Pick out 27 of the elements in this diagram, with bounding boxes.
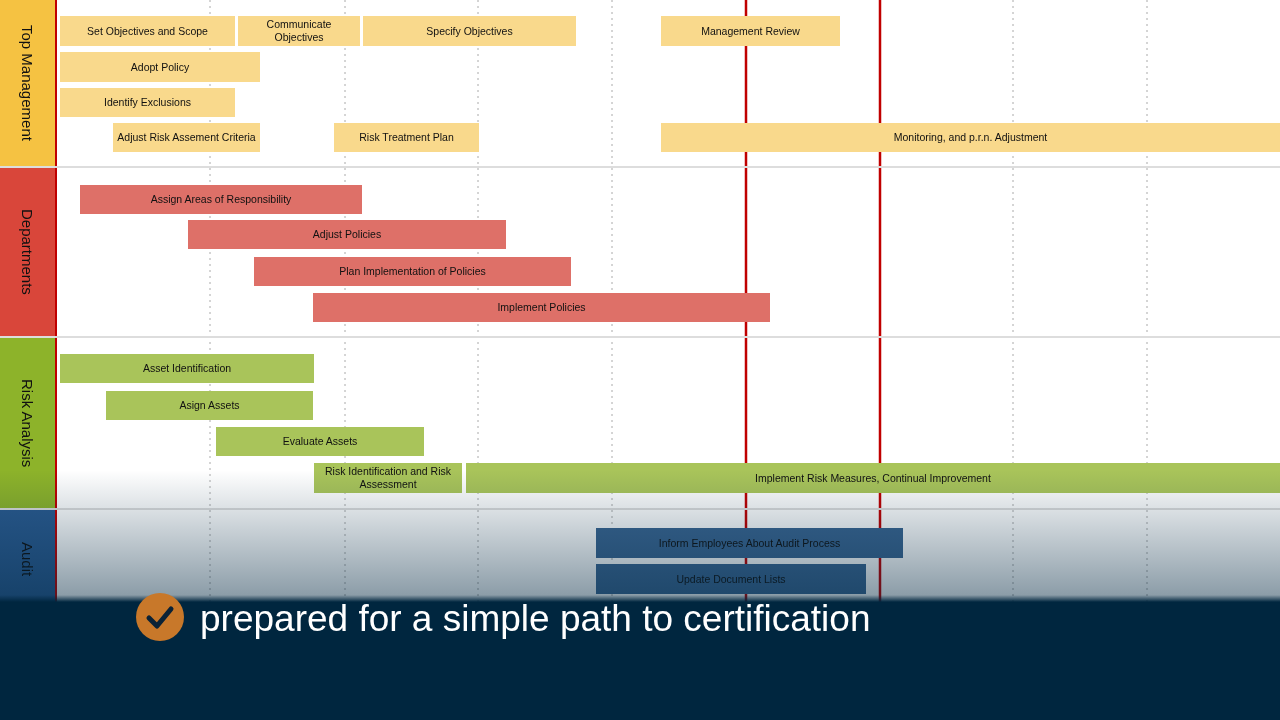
swimlane <box>0 168 1280 338</box>
lane-header: Top Management <box>0 0 57 166</box>
task-bar: Risk Treatment Plan <box>334 123 479 152</box>
task-bar: Monitoring, and p.r.n. Adjustment <box>661 123 1280 152</box>
task-bar: Communicate Objectives <box>238 16 360 46</box>
task-bar: Implement Risk Measures, Continual Improvement <box>466 463 1280 493</box>
swimlane <box>0 0 1280 168</box>
task-bar: Set Objectives and Scope <box>60 16 235 46</box>
task-bar: Evaluate Assets <box>216 427 424 456</box>
task-bar: Update Document Lists <box>596 564 866 594</box>
task-bar: Plan Implementation of Policies <box>254 257 571 286</box>
task-bar: Adjust Policies <box>188 220 506 249</box>
task-bar: Management Review <box>661 16 840 46</box>
caption: prepared for a simple path to certification <box>200 598 871 640</box>
task-bar: Adjust Risk Assement Criteria <box>113 123 260 152</box>
swimlane <box>0 338 1280 510</box>
task-bar: Inform Employees About Audit Process <box>596 528 903 558</box>
task-bar: Assign Areas of Responsibility <box>80 185 362 214</box>
lane-header: Risk Analysis <box>0 338 57 508</box>
task-bar: Implement Policies <box>313 293 770 322</box>
task-bar: Asset Identification <box>60 354 314 383</box>
lane-header: Departments <box>0 168 57 336</box>
task-bar: Risk Identification and Risk Assessment <box>314 463 462 493</box>
task-bar: Adopt Policy <box>60 52 260 82</box>
task-bar: Specify Objectives <box>363 16 576 46</box>
task-bar: Identify Exclusions <box>60 88 235 117</box>
task-bar: Asign Assets <box>106 391 313 420</box>
